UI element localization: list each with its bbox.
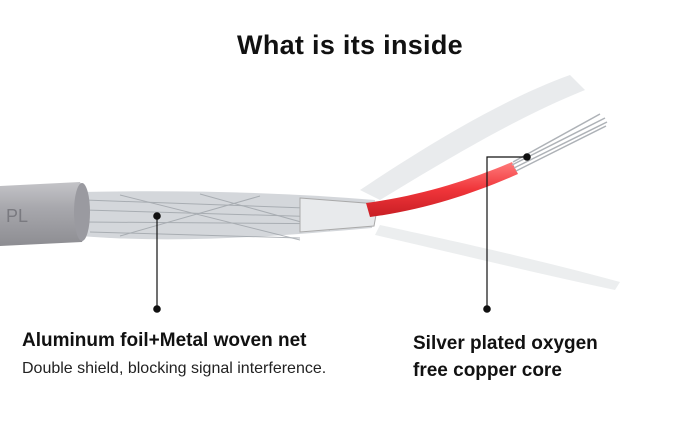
callout-dot xyxy=(153,305,161,313)
page-title: What is its inside xyxy=(237,30,463,60)
red-wire xyxy=(366,162,518,217)
cable-jacket: PL xyxy=(0,182,90,246)
callout-lines xyxy=(153,153,531,313)
cable-print: PL xyxy=(6,206,28,226)
callout-dot xyxy=(483,305,491,313)
shield-description: Double shield, blocking signal interfere… xyxy=(22,360,327,377)
shield-heading: Aluminum foil+Metal woven net xyxy=(22,330,307,351)
silver-core xyxy=(511,113,608,172)
core-heading-line2: free copper core xyxy=(413,360,562,381)
braid-shield xyxy=(80,75,620,290)
core-heading-line1: Silver plated oxygen xyxy=(413,333,598,354)
